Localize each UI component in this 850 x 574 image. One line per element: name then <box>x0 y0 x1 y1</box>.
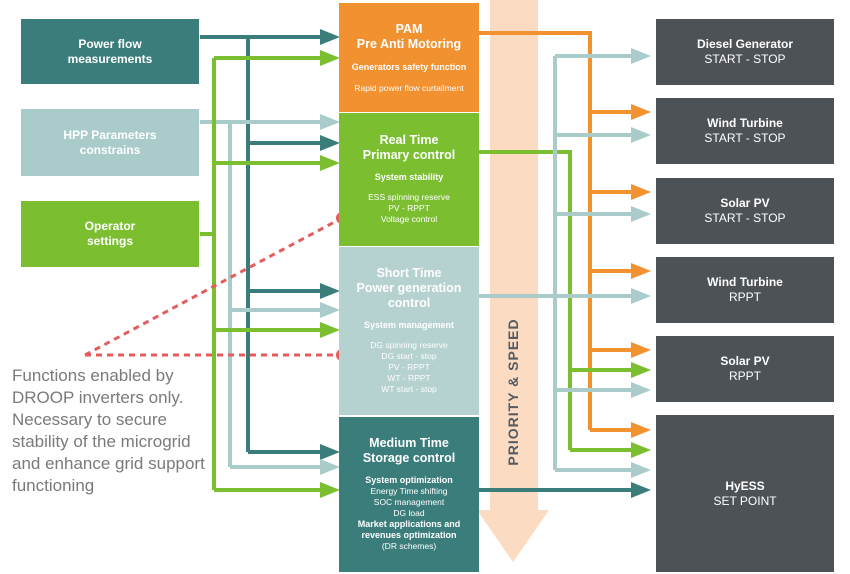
pam-title: PAM Pre Anti Motoring <box>356 22 462 51</box>
solar-rppt-title: Solar PV <box>720 354 770 368</box>
mediumtime-control-box: Medium Time Storage control System optim… <box>339 417 479 572</box>
wind-rppt-sub: RPPT <box>728 290 761 304</box>
pam-control-box: PAM Pre Anti Motoring Generators safety … <box>339 3 479 112</box>
hyess-sub: SET POINT <box>713 493 777 508</box>
droop-marker-lines <box>84 216 343 357</box>
output-wind-start-stop: Wind Turbine START - STOP <box>656 98 834 164</box>
solar-ss-sub: START - STOP <box>704 211 786 225</box>
output-solar-start-stop: Solar PV START - STOP <box>656 178 834 244</box>
mediumtime-details-2: (DR schemes) <box>381 541 437 551</box>
hpp-parameters-box: HPP Parameters constrains <box>21 109 199 176</box>
shorttime-title: Short Time Power generation control <box>356 266 462 310</box>
realtime-details: ESS spinning reserve PV - RPPT Voltage c… <box>368 192 450 224</box>
output-solar-rppt: Solar PV RPPT <box>656 336 834 402</box>
shorttime-control-box: Short Time Power generation control Syst… <box>339 247 479 415</box>
pam-details: Rapid power flow curtailment <box>354 83 464 93</box>
operator-settings-label: Operator settings <box>84 219 136 248</box>
priority-speed-text: PRIORITY & SPEED <box>505 318 521 466</box>
solar-rppt-sub: RPPT <box>728 369 761 383</box>
shorttime-subtitle: System management <box>363 320 455 330</box>
power-flow-measurements-label: Power flow measurements <box>67 36 153 66</box>
realtime-subtitle: System stability <box>374 172 444 182</box>
power-flow-measurements-box: Power flow measurements <box>21 19 199 84</box>
hpp-parameters-label: HPP Parameters constrains <box>63 127 157 157</box>
mediumtime-subtitle-2: Market applications and revenues optimiz… <box>357 519 461 540</box>
mediumtime-subtitle: System optimization <box>365 475 453 485</box>
wind-ss-sub: START - STOP <box>704 131 786 145</box>
power-flow-bus <box>200 29 340 460</box>
wind-rppt-title: Wind Turbine <box>707 275 783 289</box>
realtime-title: Real Time Primary control <box>362 133 456 162</box>
shorttime-details: DG spinning reserve DG start - stop PV -… <box>370 340 448 394</box>
hpp-bus <box>200 114 340 475</box>
diesel-title: Diesel Generator <box>696 37 794 51</box>
shorttime-bus <box>478 48 651 478</box>
priority-arrow <box>477 0 549 562</box>
output-hyess: HyESS SET POINT <box>656 415 834 572</box>
output-diesel-generator: Diesel Generator START - STOP <box>656 19 834 85</box>
pam-subtitle: Generators safety function <box>351 62 467 72</box>
operator-bus <box>200 50 340 498</box>
realtime-control-box: Real Time Primary control System stabili… <box>339 113 479 246</box>
mediumtime-title: Medium Time Storage control <box>362 436 456 465</box>
mediumtime-details: Energy Time shifting SOC management DG l… <box>370 486 448 518</box>
solar-ss-title: Solar PV <box>720 196 770 210</box>
diesel-sub: START - STOP <box>704 52 786 66</box>
operator-settings-box: Operator settings <box>21 201 199 267</box>
droop-note: Functions enabled by DROOP inverters onl… <box>12 366 205 495</box>
wind-ss-title: Wind Turbine <box>707 116 783 130</box>
realtime-bus <box>478 150 651 458</box>
output-wind-rppt: Wind Turbine RPPT <box>656 257 834 323</box>
hyess-title: HyESS <box>725 478 765 493</box>
